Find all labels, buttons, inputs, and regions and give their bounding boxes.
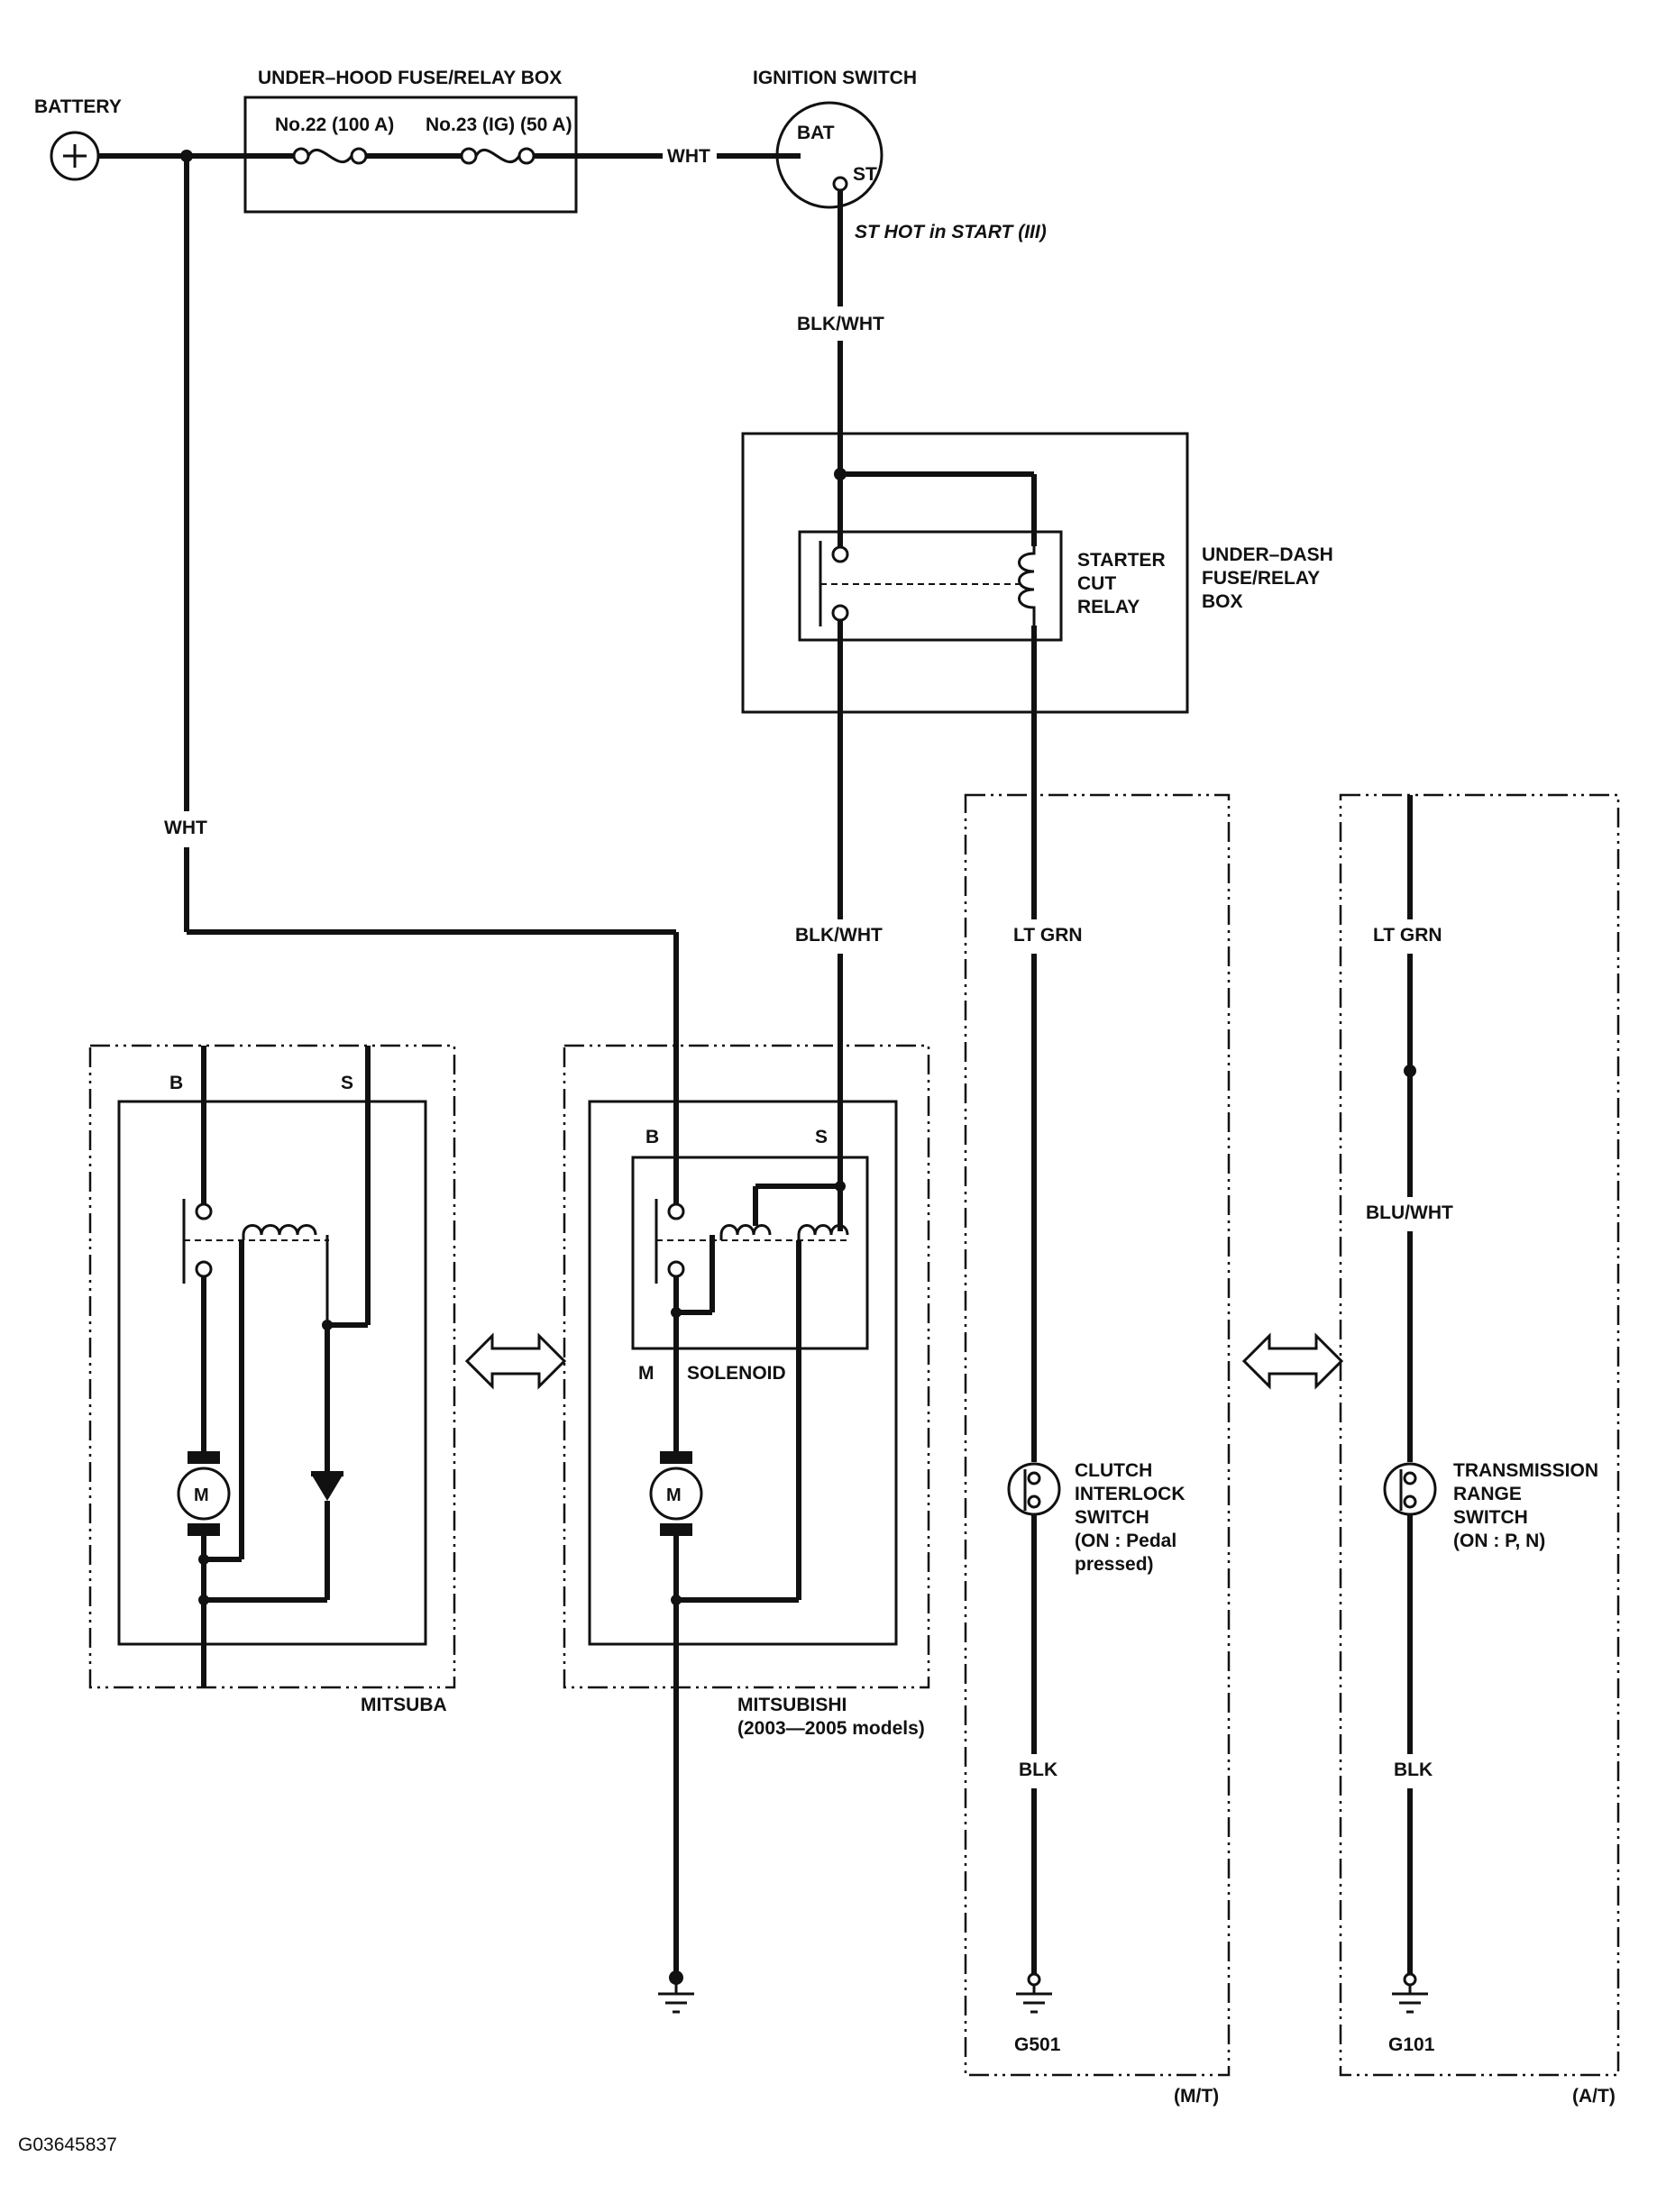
mitsuba-diode-icon [311,1474,343,1501]
fuse22-icon [307,148,353,164]
blu-wht-label: BLU/WHT [1366,1202,1453,1223]
ground-main [658,1970,694,2014]
motor-right-label: M [666,1485,682,1505]
underhood-fuse-box: UNDER–HOOD FUSE/RELAY BOX No.22 (100 A) … [243,68,578,214]
bat-terminal-label: BAT [797,123,835,143]
motor-left-label: M [194,1485,209,1505]
ignition-switch-label: IGNITION SWITCH [753,68,917,88]
trans-label-3: SWITCH [1453,1507,1528,1528]
blk-at-label: BLK [1394,1760,1433,1780]
lt-grn-at-label: LT GRN [1373,925,1442,946]
fuse23-terminal-a [460,147,478,165]
blk-wht-lower-label: BLK/WHT [795,925,883,946]
clutch-label-1: CLUTCH [1075,1460,1152,1481]
alternative-arrow-left-icon [464,1332,567,1390]
clutch-label-4: (ON : Pedal [1075,1531,1176,1551]
lt-grn-mt-label: LT GRN [1013,925,1083,946]
mitsubishi-motor-icon [649,1467,703,1521]
mitsuba-coil-icon [242,1224,317,1240]
at-label: (A/T) [1572,2086,1616,2107]
mitsubishi-models-label: (2003—2005 models) [737,1718,925,1739]
relay-coil-icon [1018,546,1036,626]
trans-label-1: TRANSMISSION [1453,1460,1598,1481]
trans-label-2: RANGE [1453,1484,1522,1504]
starter-cut-relay-label-2: CUT [1077,573,1116,594]
wht-top-label: WHT [667,146,710,167]
underhood-box-label: UNDER–HOOD FUSE/RELAY BOX [258,68,562,88]
clutch-label-3: SWITCH [1075,1507,1149,1528]
battery-label: BATTERY [34,96,122,117]
fuse23-label: No.23 (IG) (50 A) [426,114,572,135]
ignition-switch: IGNITION SWITCH BAT ST [753,68,917,209]
g101-label: G101 [1388,2034,1435,2055]
clutch-label-2: INTERLOCK [1075,1484,1186,1504]
mitsubishi-m-label: M [638,1363,655,1384]
clutch-label-5: pressed) [1075,1554,1154,1575]
blk-mt-label: BLK [1019,1760,1057,1780]
mitsuba-motor-icon [177,1467,231,1521]
battery: BATTERY [34,96,122,181]
starter-cut-relay-label-1: STARTER [1077,550,1166,571]
fuse22-terminal-a [292,147,310,165]
fuse22-label: No.22 (100 A) [275,114,394,135]
wht-left-label: WHT [164,818,207,838]
fuse23-icon [474,148,521,164]
mitsubishi-starter: B S M SOLENOID MITSUBISHI (2003—2005 mod… [563,1044,930,1974]
alternative-arrow-right-icon [1241,1332,1344,1390]
mitsubishi-b-label: B [645,1127,659,1147]
underdash-box-label-3: BOX [1202,591,1243,612]
relay-contact-top [831,545,849,563]
blk-wht-upper-label: BLK/WHT [797,314,884,334]
mitsuba-s-label: S [341,1073,353,1093]
solenoid-label: SOLENOID [687,1363,786,1384]
mitsubishi-label: MITSUBISHI [737,1695,847,1715]
starter-cut-relay-label-3: RELAY [1077,597,1140,617]
underdash-box-label-1: UNDER–DASH [1202,544,1333,565]
mitsubishi-s-label: S [815,1127,828,1147]
mitsuba-label: MITSUBA [361,1695,447,1715]
starter-cut-relay: STARTER CUT RELAY [798,474,1166,642]
mt-clutch-circuit: LT GRN CLUTCH INTERLOCK SWITCH (ON : Ped… [964,793,1231,2107]
st-terminal-label: ST [853,164,877,185]
relay-contact-bottom [831,604,849,622]
battery-icon [50,131,100,181]
underdash-box-label-2: FUSE/RELAY [1202,568,1320,589]
mitsubishi-coil1-icon [719,1224,772,1240]
st-hot-label: ST HOT in START (III) [855,222,1047,242]
ignition-switch-icon [775,101,883,209]
g501-label: G501 [1014,2034,1061,2055]
trans-label-4: (ON : P, N) [1453,1531,1545,1551]
mitsuba-b-label: B [169,1073,183,1093]
underdash-fuse-box: UNDER–DASH FUSE/RELAY BOX [741,432,1333,714]
at-transmission-circuit: LT GRN BLU/WHT TRANSMISSION RANGE SWITCH… [1339,793,1620,2107]
figure-id: G03645837 [18,2134,117,2155]
mitsuba-starter: B S MITSUBA M [88,1044,456,1715]
mt-label: (M/T) [1174,2086,1219,2107]
